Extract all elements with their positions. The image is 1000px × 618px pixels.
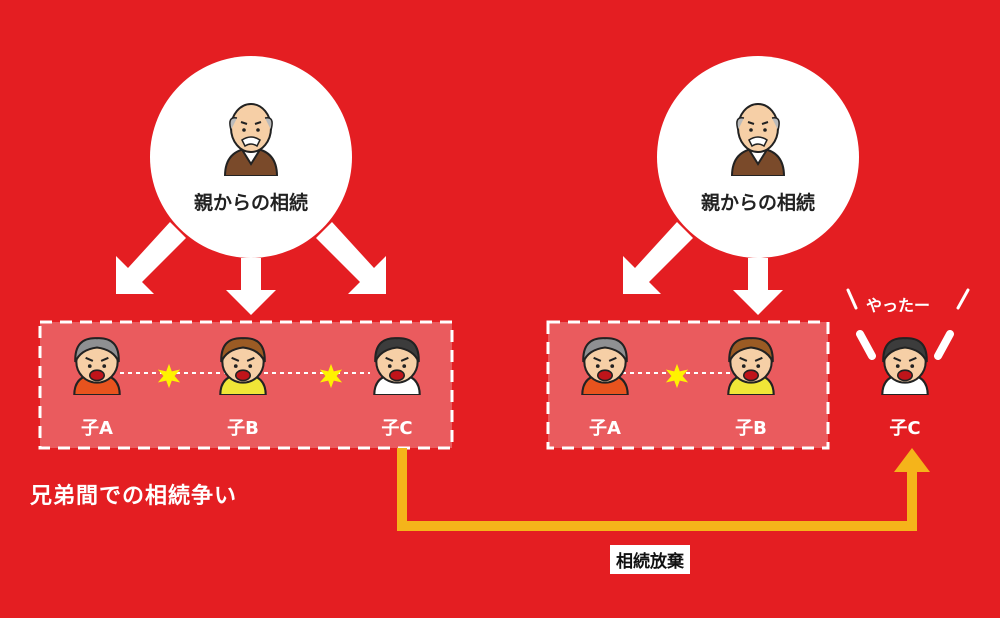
renounce-label: 相続放棄	[610, 545, 690, 574]
happy-child-c-icon	[881, 337, 929, 395]
cheer-lines	[846, 288, 970, 310]
renounce-path	[397, 448, 917, 531]
child-a-icon	[581, 337, 629, 395]
down-arrow-icon	[316, 222, 386, 294]
child-a-label: 子A	[589, 418, 621, 439]
child-b-label: 子B	[735, 418, 767, 439]
child-c-icon	[373, 337, 421, 395]
down-arrow-icon	[226, 258, 276, 315]
free-child-label: 子C	[889, 418, 921, 439]
child-c-label: 子C	[381, 418, 413, 439]
child-b-label: 子B	[227, 418, 259, 439]
child-a-icon	[73, 337, 121, 395]
inheritance-arrows-left	[116, 222, 386, 315]
down-arrow-icon	[733, 258, 783, 315]
down-arrow-icon	[623, 222, 693, 294]
inheritance-arrows-right	[623, 222, 783, 315]
child-b-icon	[219, 337, 267, 395]
dispute-caption: 兄弟間での相続争い	[30, 484, 238, 509]
up-arrow-icon	[894, 448, 930, 472]
child-a-label: 子A	[81, 418, 113, 439]
parent-label-right: 親からの相続	[700, 192, 816, 214]
down-arrow-icon	[116, 222, 186, 294]
parent-label-left: 親からの相続	[193, 192, 309, 214]
child-b-icon	[727, 337, 775, 395]
exclamation-text: やったー	[866, 296, 931, 315]
